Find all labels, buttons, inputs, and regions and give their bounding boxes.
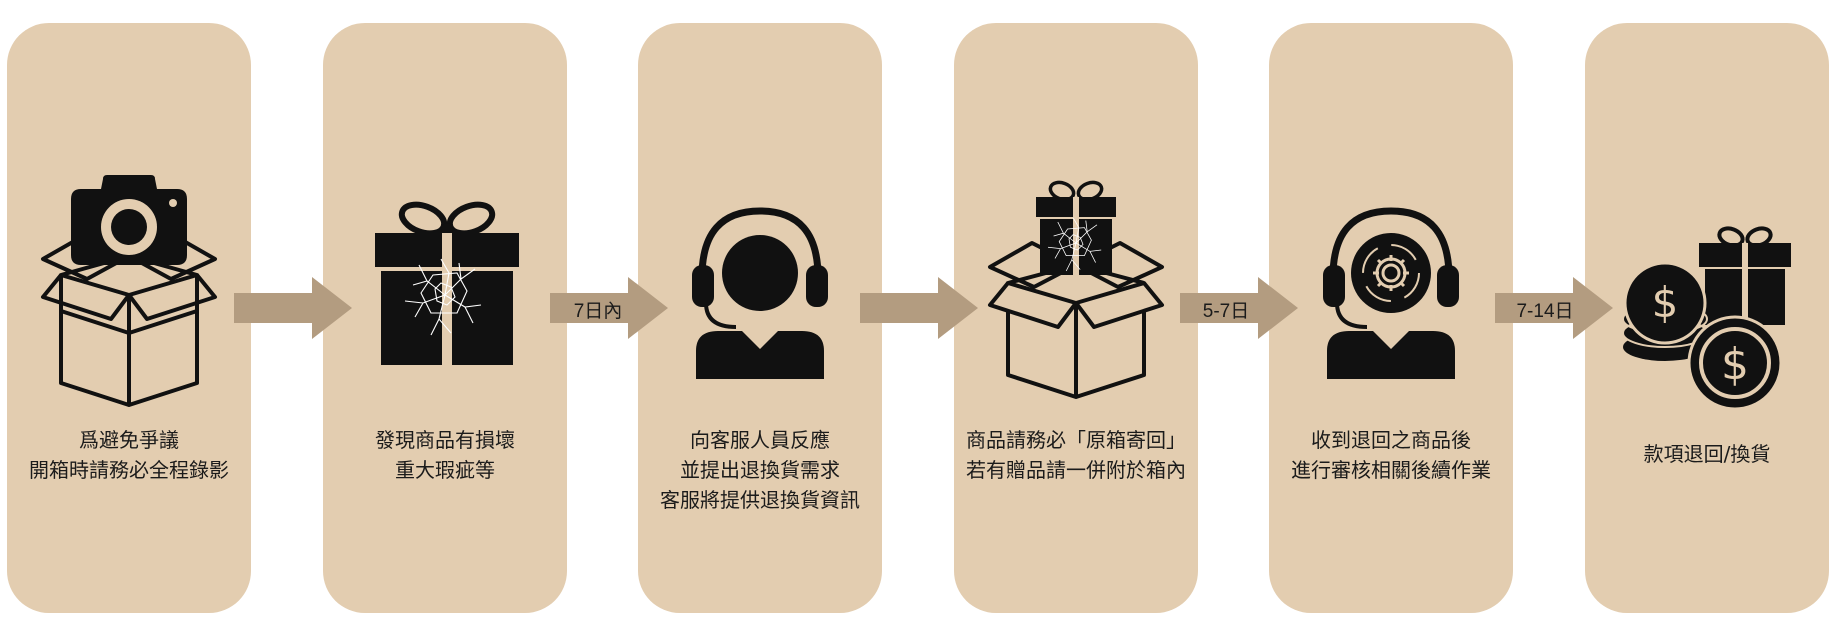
step-4-line-2: 若有贈品請一併附於箱內 [966, 458, 1186, 482]
step-card-3: 向客服人員反應 並提出退換貨需求 客服將提供退換貨資訊 [638, 23, 882, 613]
step-card-6: $ $ 款項退回/換貨 [1585, 23, 1829, 613]
step-caption-2: 發現商品有損壞 重大瑕疵等 [323, 425, 567, 485]
svg-text:$: $ [1652, 278, 1679, 327]
step-caption-5: 收到退回之商品後 進行審核相關後續作業 [1269, 425, 1513, 485]
step-2-line-1: 發現商品有損壞 [375, 428, 515, 452]
step-5-line-2: 進行審核相關後續作業 [1291, 458, 1491, 482]
refund-money-icon: $ $ [1622, 226, 1791, 411]
step-caption-6: 款項退回/換貨 [1585, 439, 1829, 469]
return-box-gift-icon [988, 180, 1164, 399]
step-6-line-1: 款項退回/換貨 [1643, 442, 1771, 466]
step-caption-4: 商品請務必「原箱寄回」 若有贈品請一併附於箱內 [954, 425, 1198, 485]
step-card-5: 收到退回之商品後 進行審核相關後續作業 [1269, 23, 1513, 613]
step-4-line-1: 商品請務必「原箱寄回」 [966, 428, 1186, 452]
step-3-line-1: 向客服人員反應 [690, 428, 830, 452]
broken-gift-icon [375, 201, 519, 365]
step-card-2: 發現商品有損壞 重大瑕疵等 [323, 23, 567, 613]
connector-label-2: 7日內 [573, 301, 623, 322]
step-2-line-2: 重大瑕疵等 [395, 458, 495, 482]
connector-arrow-2 [550, 277, 668, 339]
connector-arrow-4 [1180, 277, 1298, 339]
step-3-line-3: 客服將提供退換貨資訊 [660, 488, 860, 512]
customer-service-icon [692, 207, 828, 379]
step-card-4: 商品請務必「原箱寄回」 若有贈品請一併附於箱內 [954, 23, 1198, 613]
connector-arrow-3 [860, 277, 978, 339]
step-3-line-2: 並提出退換貨需求 [680, 458, 840, 482]
svg-text:$: $ [1721, 339, 1749, 390]
step-1-line-1: 爲避免爭議 [79, 428, 179, 452]
connector-arrow-1 [234, 277, 352, 339]
step-card-1: 爲避免爭議 開箱時請務必全程錄影 [7, 23, 251, 613]
step-1-line-2: 開箱時請務必全程錄影 [29, 458, 229, 482]
review-agent-icon [1323, 207, 1459, 379]
step-caption-3: 向客服人員反應 並提出退換貨需求 客服將提供退換貨資訊 [638, 425, 882, 515]
connector-arrow-5 [1495, 277, 1613, 339]
step-5-line-1: 收到退回之商品後 [1311, 428, 1471, 452]
connector-label-5: 7-14日 [1516, 301, 1574, 322]
camera-box-icon [41, 175, 217, 407]
connector-label-4: 5-7日 [1202, 301, 1250, 322]
step-caption-1: 爲避免爭議 開箱時請務必全程錄影 [7, 425, 251, 485]
